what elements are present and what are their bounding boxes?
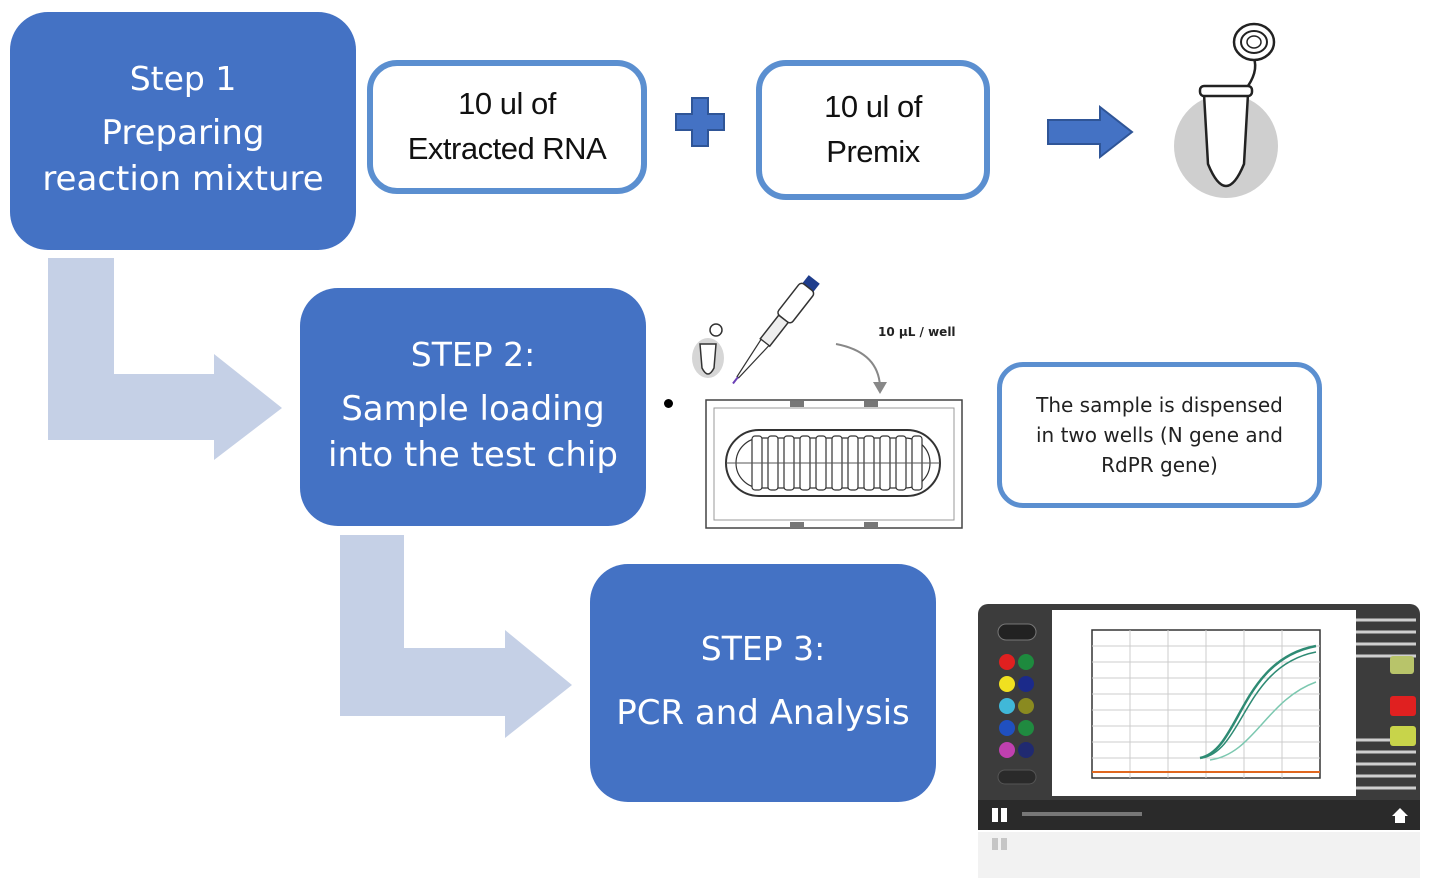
note-line2: in two wells (N gene and	[1035, 423, 1284, 447]
step1-subtitle-line1: Preparing	[101, 112, 265, 153]
bullet-dot	[664, 399, 673, 408]
rna-box-line2: Extracted RNA	[407, 131, 607, 166]
premix-box-line2: Premix	[826, 134, 920, 169]
plus-icon	[675, 97, 725, 147]
step2-box: STEP 2: Sample loading into the test chi…	[300, 288, 646, 526]
step2-subtitle-line2: into the test chip	[328, 434, 618, 475]
sample-note-box: The sample is dispensed in two wells (N …	[997, 362, 1322, 508]
premix-box: 10 ul of Premix	[756, 60, 990, 200]
pcr-device-screen	[978, 604, 1420, 878]
step1-subtitle-line2: reaction mixture	[42, 158, 324, 199]
step2-title: STEP 2:	[410, 335, 536, 375]
rna-box-line1: 10 ul of	[458, 86, 556, 122]
step3-subtitle: PCR and Analysis	[616, 692, 910, 733]
step2-subtitle-line1: Sample loading	[341, 388, 605, 429]
pipette-volume-label: 10 μL / well	[878, 325, 956, 339]
right-arrow-icon	[1047, 104, 1134, 160]
pipette-chip-illustration: 10 μL / well	[692, 275, 963, 529]
extracted-rna-box: 10 ul of Extracted RNA	[367, 60, 647, 194]
step1-title: Step 1	[129, 59, 237, 99]
microtube-icon	[1174, 22, 1278, 198]
step3-box: STEP 3: PCR and Analysis	[590, 564, 936, 802]
note-line1: The sample is dispensed	[1036, 393, 1283, 417]
step3-title: STEP 3:	[700, 629, 826, 669]
note-line3: RdPR gene)	[1101, 453, 1218, 477]
step1-box: Step 1 Preparing reaction mixture	[10, 12, 356, 250]
premix-box-line1: 10 ul of	[824, 89, 922, 125]
